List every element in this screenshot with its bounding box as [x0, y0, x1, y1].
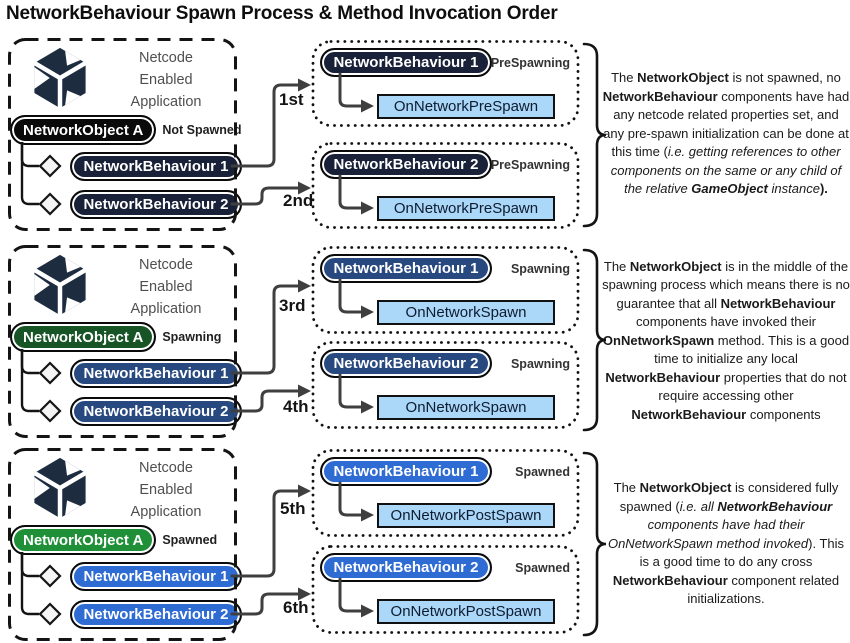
invocation-order-label: 2nd: [283, 191, 314, 210]
network-behaviour-pill: NetworkBehaviour 2: [70, 397, 242, 426]
app-label: Netcode Enabled Application: [130, 257, 202, 317]
unity-logo-icon: [33, 254, 87, 316]
stage-description: The NetworkObject is not spawned, no Net…: [602, 70, 850, 197]
method-invocation-box: OnNetworkSpawn: [377, 300, 555, 325]
stage-label: Spawned: [515, 465, 570, 479]
callout-box: NetworkBehaviour 1 Spawned OnNetworkPost…: [312, 450, 579, 535]
app-label: Netcode Enabled Application: [130, 50, 202, 110]
arrowhead-icon: [298, 78, 311, 601]
invocation-order-label: 4th: [283, 397, 309, 416]
unity-logo-icon: [33, 457, 87, 519]
dotted-callout-border: [311, 40, 580, 634]
netcode-application-box: Netcode Enabled Application NetworkObjec…: [8, 38, 242, 230]
callout-box: NetworkBehaviour 2 Spawned OnNetworkPost…: [312, 546, 579, 631]
unity-logo-icon: [33, 47, 87, 109]
network-behaviour-pill: NetworkBehaviour 1: [70, 152, 242, 181]
invocation-order-label: 5th: [280, 499, 306, 518]
netcode-application-box: Netcode Enabled Application NetworkObjec…: [8, 448, 242, 640]
network-behaviour-pill: NetworkBehaviour 2: [320, 553, 492, 582]
network-behaviour-pill: NetworkBehaviour 1: [320, 254, 492, 283]
stage-description: The NetworkObject is in the middle of th…: [602, 258, 850, 422]
network-behaviour-pill: NetworkBehaviour 1: [320, 48, 492, 77]
network-object-pill: NetworkObject A: [10, 525, 157, 555]
page-title: NetworkBehaviour Spawn Process & Method …: [6, 3, 558, 24]
network-behaviour-pill: NetworkBehaviour 1: [320, 457, 492, 486]
callout-box: NetworkBehaviour 1 Spawning OnNetworkSpa…: [312, 247, 579, 332]
stage-label: Spawning: [510, 357, 570, 371]
network-object-pill: NetworkObject A: [10, 322, 157, 352]
network-behaviour-pill: NetworkBehaviour 2: [70, 600, 242, 629]
invocation-arrow: [230, 83, 301, 616]
invocation-order-label: 1st: [279, 90, 304, 109]
stage-label: PreSpawning: [490, 158, 570, 172]
method-invocation-box: OnNetworkPreSpawn: [377, 196, 555, 221]
network-behaviour-pill: NetworkBehaviour 1: [70, 359, 242, 388]
method-invocation-box: OnNetworkPostSpawn: [377, 503, 555, 528]
invocation-order-label: 3rd: [279, 296, 306, 315]
network-object-pill: NetworkObject A: [10, 115, 157, 145]
callout-box: NetworkBehaviour 1 PreSpawning OnNetwork…: [312, 41, 579, 126]
app-label: Netcode Enabled Application: [130, 460, 202, 520]
network-behaviour-pill: NetworkBehaviour 2: [70, 190, 242, 219]
spawn-status-label: Spawning: [162, 330, 222, 344]
stage-label: Spawned: [515, 561, 570, 575]
method-invocation-box: OnNetworkPreSpawn: [377, 94, 555, 119]
invocation-order-label: 6th: [283, 598, 309, 617]
network-behaviour-pill: NetworkBehaviour 1: [70, 562, 242, 591]
stage-label: PreSpawning: [490, 56, 570, 70]
network-behaviour-pill: NetworkBehaviour 2: [320, 150, 492, 179]
spawn-status-label: Spawned: [162, 533, 218, 547]
netcode-application-box: Netcode Enabled Application NetworkObjec…: [8, 245, 242, 437]
callout-box: NetworkBehaviour 2 PreSpawning OnNetwork…: [312, 143, 579, 228]
method-invocation-box: OnNetworkPostSpawn: [377, 599, 555, 624]
spawn-status-label: Not Spawned: [162, 123, 242, 137]
network-behaviour-pill: NetworkBehaviour 2: [320, 349, 492, 378]
stage-description: The NetworkObject is considered fully sp…: [607, 480, 845, 607]
method-invocation-box: OnNetworkSpawn: [377, 395, 555, 420]
callout-box: NetworkBehaviour 2 Spawning OnNetworkSpa…: [312, 342, 579, 427]
stage-label: Spawning: [510, 262, 570, 276]
